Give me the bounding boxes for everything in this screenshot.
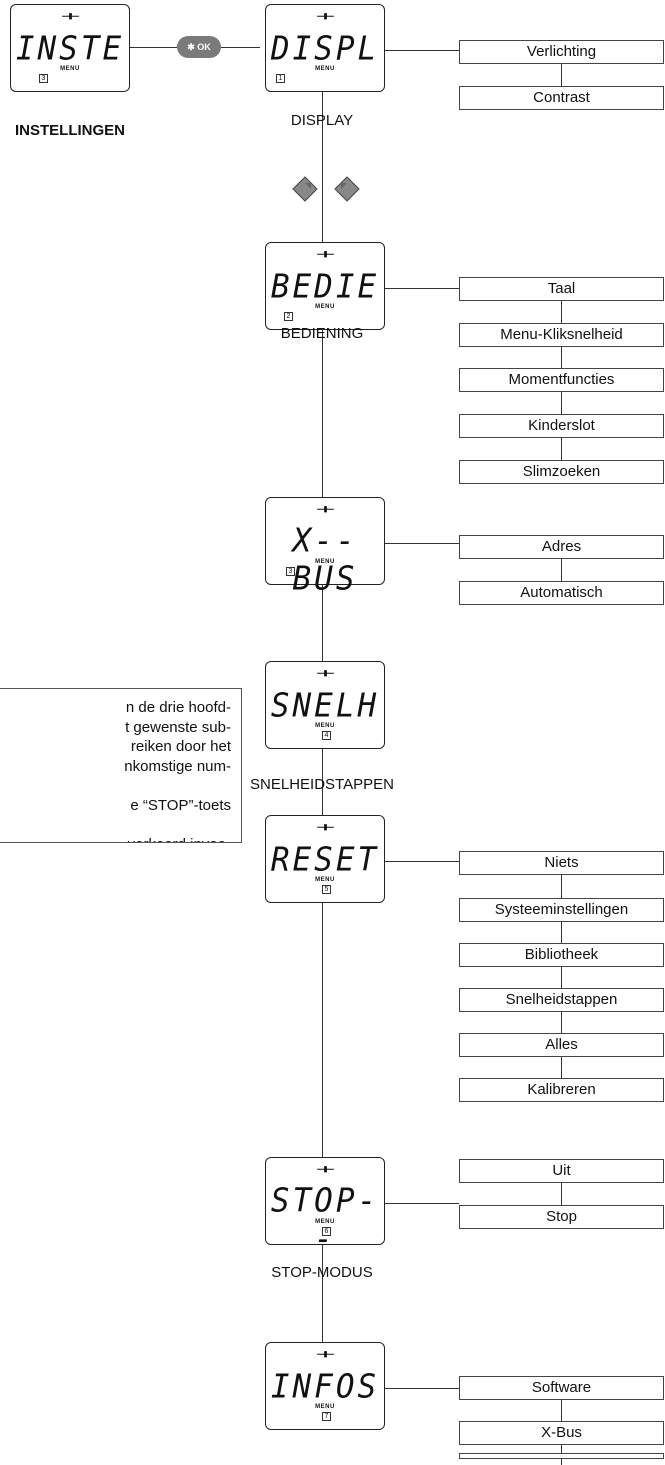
option-item[interactable]: Systeeminstellingen (459, 898, 664, 922)
option-item[interactable]: Kinderslot (459, 414, 664, 438)
lcd-text: RESET (270, 841, 380, 879)
lcd-text: STOP-- (270, 1182, 380, 1258)
navigation-arrows-icon (292, 176, 360, 202)
branch-line (385, 288, 459, 289)
wrench-icon: ⟞⟝ (316, 503, 334, 515)
option-item[interactable]: Contrast (459, 86, 664, 110)
wrench-icon: ⟞⟝ (316, 667, 334, 679)
menu-label: MENU (60, 66, 80, 72)
note-box: n de drie hoofd-t gewenste sub-reiken do… (0, 688, 242, 843)
option-item[interactable]: Software (459, 1376, 664, 1400)
menu-label: MENU (315, 559, 335, 565)
option-item[interactable]: Snelheidstappen (459, 988, 664, 1012)
menu-caption: SNELHEIDSTAPPEN (250, 776, 394, 793)
option-item[interactable]: Verlichting (459, 40, 664, 64)
wrench-icon: ⟞⟝ (316, 248, 334, 260)
menu-label: MENU (315, 723, 335, 729)
option-item[interactable]: Momentfuncties (459, 368, 664, 392)
instellingen-lcd: ⟞⟝ INSTE MENU 3 (10, 4, 130, 92)
menu-number: 3 (286, 567, 295, 576)
branch-line (385, 543, 459, 544)
menu-number: 7 (322, 1412, 331, 1421)
lcd-text: X--BUS (292, 522, 358, 598)
option-item[interactable]: Bibliotheek (459, 943, 664, 967)
option-connector (561, 52, 562, 98)
instellingen-caption: INSTELLINGEN (14, 122, 126, 139)
option-connector (561, 863, 562, 1090)
menu-label: MENU (315, 304, 335, 310)
menu-number: 1 (276, 74, 285, 83)
lcd-text: INSTE (15, 30, 125, 68)
option-item[interactable]: Uit (459, 1159, 664, 1183)
note-line: reiken door het (130, 738, 231, 755)
lcd-text: DISPL (270, 30, 380, 68)
note-line: verkeerd invoe- (128, 834, 231, 843)
wrench-icon: ⟞⟝ (316, 1163, 334, 1175)
menu-number: 6 (322, 1227, 331, 1236)
option-item[interactable]: Menu-Kliksnelheid (459, 323, 664, 347)
wrench-icon: ⟞⟝ (316, 821, 334, 833)
option-item[interactable]: Alles (459, 1033, 664, 1057)
wrench-icon: ⟞⟝ (316, 10, 334, 22)
wrench-icon: ⟞⟝ (61, 10, 79, 22)
option-item[interactable]: Stop (459, 1205, 664, 1229)
menu-label: MENU (315, 1219, 335, 1225)
note-line: n de drie hoofd- (125, 699, 231, 716)
wrench-icon: ⟞⟝ (316, 1348, 334, 1360)
menu-label: MENU (315, 66, 335, 72)
menu-label: MENU (315, 877, 335, 883)
menu-number: 4 (322, 731, 331, 740)
option-connector (561, 547, 562, 593)
option-connector (561, 1171, 562, 1217)
menu-lcd-6: ⟞⟝ STOP--MENU 6 (265, 1157, 385, 1258)
ok-button[interactable]: ✱ OK (177, 36, 221, 58)
note-line: t gewenste sub- (125, 718, 231, 736)
menu-label: MENU (315, 1404, 335, 1410)
option-item[interactable]: Automatisch (459, 581, 664, 605)
note-line: e “STOP”-toets (130, 796, 231, 814)
lcd-text: BEDIE (270, 268, 380, 306)
option-item[interactable]: Kalibreren (459, 1078, 664, 1102)
menu-caption: DISPLAY (290, 112, 354, 129)
option-item[interactable]: Slimzoeken (459, 460, 664, 484)
option-item[interactable]: Taal (459, 277, 664, 301)
branch-line (385, 1388, 459, 1389)
option-item[interactable]: Adres (459, 535, 664, 559)
branch-line (385, 861, 459, 862)
note-line: nkomstige num- (124, 757, 231, 775)
lcd-text: SNELH (270, 687, 380, 725)
menu-number: 2 (284, 312, 293, 321)
menu-caption: STOP-MODUS (271, 1264, 373, 1281)
lcd-text: INFOS (270, 1368, 380, 1406)
menu-number: 5 (322, 885, 331, 894)
branch-line (385, 1203, 459, 1204)
option-item[interactable]: Centrale (459, 1453, 664, 1459)
menu-caption: BEDIENING (280, 325, 364, 342)
option-item[interactable]: Niets (459, 851, 664, 875)
branch-line (385, 50, 459, 51)
option-item[interactable]: X-Bus (459, 1421, 664, 1445)
menu-number: 3 (39, 74, 48, 83)
